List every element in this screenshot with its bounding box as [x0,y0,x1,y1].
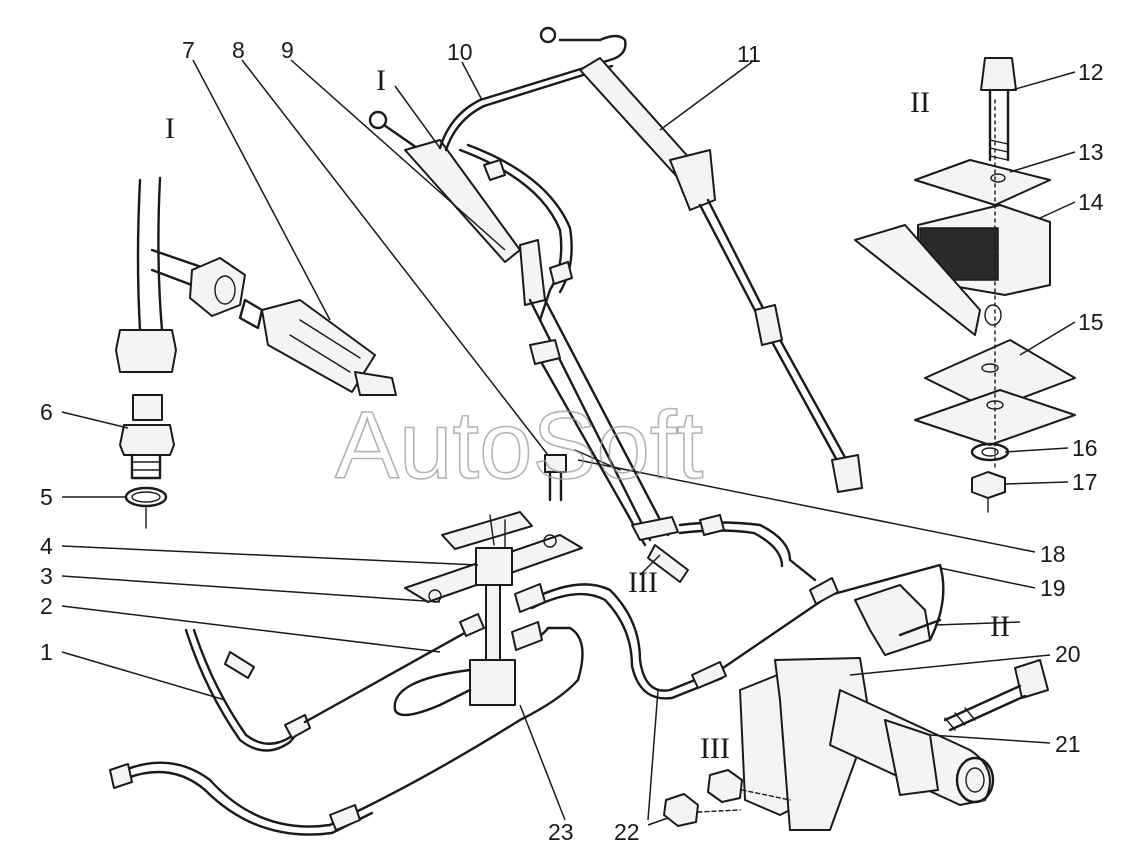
callout-18: 18 [1040,541,1066,567]
pipe-routing-group [109,563,945,836]
callout-view-III: III [628,566,658,599]
callout-4: 4 [40,533,53,559]
callout-2: 2 [40,593,53,619]
detail-I-fitting-group [115,176,397,529]
callout-3: 3 [40,563,53,589]
callout-9: 9 [281,37,294,63]
callout-17: 17 [1072,469,1098,495]
callout-7: 7 [182,37,195,63]
callout-13: 13 [1078,139,1104,165]
view-label-III: III [700,732,730,765]
detail-III-clamp-group [663,657,1049,831]
upper-linkage-group [368,26,863,583]
callout-19: 19 [1040,575,1066,601]
callout-22: 22 [614,819,640,845]
callout-view-II: II [990,610,1010,643]
view-label-I: I [165,112,175,145]
callout-16: 16 [1072,435,1098,461]
view-markers: I I II II III III [165,64,1010,765]
callout-10: 10 [447,39,473,65]
pipe-clip-group [854,584,942,656]
callout-21: 21 [1055,731,1081,757]
callout-14: 14 [1078,189,1104,215]
callout-view-I: I [376,64,386,97]
view-label-II: II [910,86,930,119]
callout-6: 6 [40,399,53,425]
callout-20: 20 [1055,641,1081,667]
callout-5: 5 [40,484,53,510]
callout-8: 8 [232,37,245,63]
callout-numbers: 1 2 3 4 5 6 7 8 9 10 11 12 13 14 15 16 1… [40,37,1104,845]
callout-11: 11 [737,41,761,67]
leader-lines [61,59,1076,826]
detail-II-mount-group [854,57,1076,513]
autosoft-watermark: AutoSoft [335,392,703,499]
callout-1: 1 [40,639,53,665]
callout-15: 15 [1078,309,1104,335]
callout-12: 12 [1078,59,1104,85]
callout-23: 23 [548,819,574,845]
